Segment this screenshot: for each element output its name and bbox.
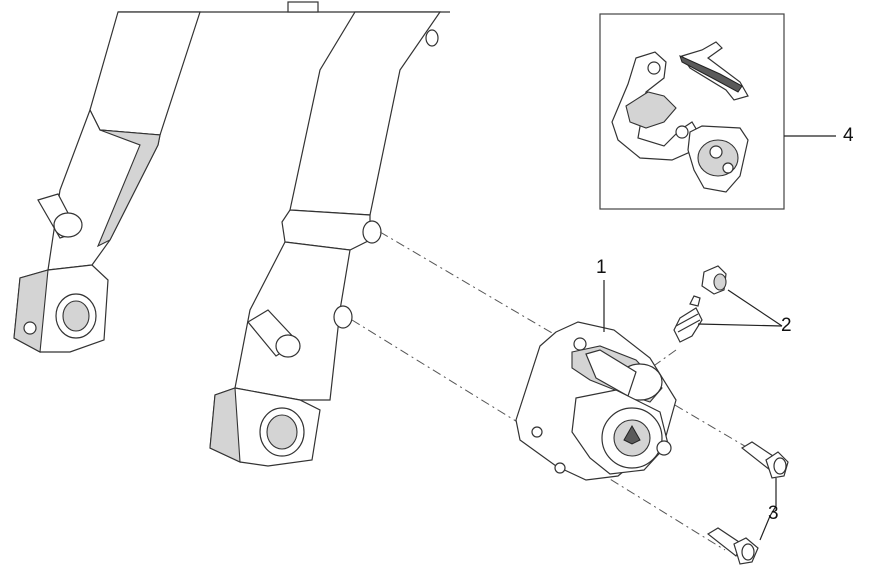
callout-4: 4 [843,125,854,146]
alignment-line-upper [379,231,761,456]
leader-line-2a [727,289,783,327]
right-fork-leg [209,11,442,467]
bleed-valve [673,265,727,343]
leader-line-3 [759,478,777,541]
callout-1: 1 [596,257,607,278]
callout-3: 3 [768,503,779,524]
fork-top-tab [287,1,319,13]
bolt-upper [740,441,789,479]
pad-kit-box [599,13,785,210]
alignment-line-lower [351,319,726,551]
bolt-lower [706,527,759,565]
leader-line-2b [697,323,783,327]
callout-2: 2 [781,315,792,336]
brake-caliper [515,321,677,481]
left-fork-leg [13,11,201,353]
